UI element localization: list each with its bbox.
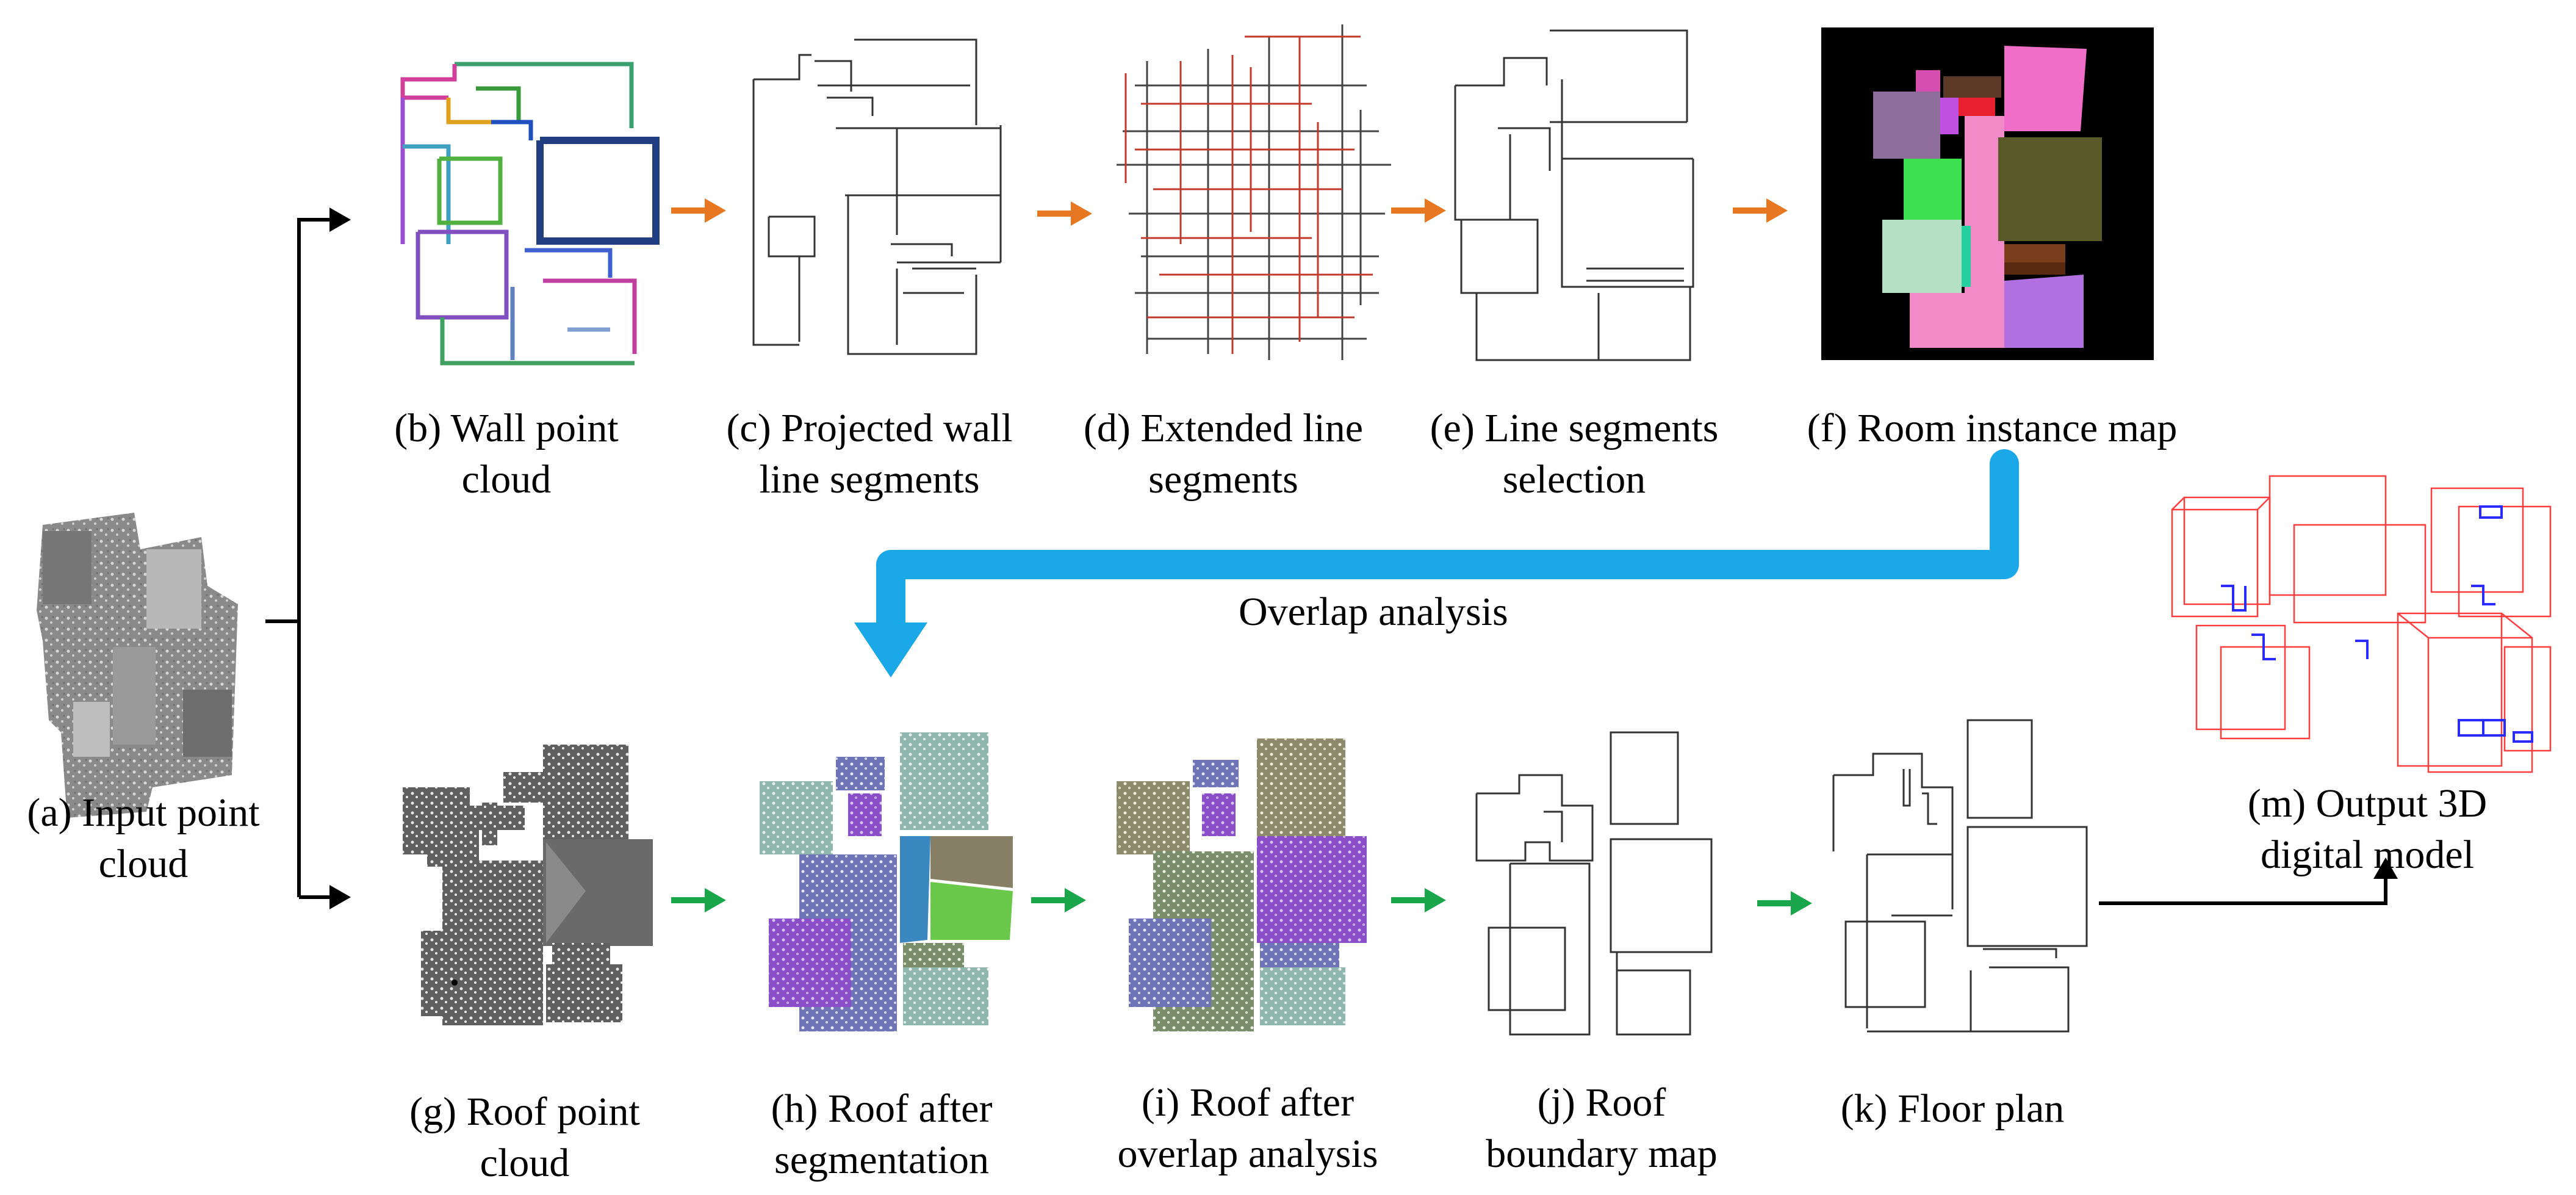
caption-b-line2: cloud [461,457,552,502]
caption-c: (c) Projected wall line segments [708,403,1031,505]
caption-m-line2: digital model [2260,832,2475,877]
caption-m: (m) Output 3D digital model [2196,778,2538,881]
caption-h-line2: segmentation [774,1138,989,1182]
caption-c-line2: line segments [759,457,980,502]
extended-line-segments-image [1117,24,1391,360]
caption-i: (i) Roof after overlap analysis [1098,1077,1397,1180]
line-segments-selection-image [1454,29,1694,361]
caption-d: (d) Extended line segments [1068,403,1379,505]
caption-d-line1: (d) Extended line [1083,406,1364,450]
caption-e: (e) Line segments selection [1416,403,1733,505]
roof-point-cloud-image [403,745,653,1025]
caption-i-line1: (i) Roof after [1141,1080,1355,1125]
caption-f: (f) Room instance map [1782,403,2203,454]
caption-m-line1: (m) Output 3D [2247,781,2488,826]
caption-g-line1: (g) Roof point [409,1089,640,1134]
green-arrows [671,888,1812,915]
roof-boundary-map-image [1475,731,1713,1036]
caption-g-line2: cloud [480,1141,570,1185]
branch-arrow-head-bottom [329,885,351,909]
floor-plan-image [1832,719,2088,1033]
caption-k: (k) Floor plan [1806,1083,2099,1135]
caption-j-line2: boundary map [1486,1132,1718,1176]
caption-b: (b) Wall point cloud [372,403,641,505]
branch-arrow [265,218,333,899]
overlap-analysis-arrow [854,449,2019,677]
caption-a-line1: (a) Input point [27,790,260,835]
caption-e-line1: (e) Line segments [1430,406,1719,450]
caption-k-line1: (k) Floor plan [1840,1086,2065,1131]
orange-arrows [671,198,1788,226]
caption-h: (h) Roof after segmentation [738,1083,1025,1186]
input-point-cloud-image [37,513,238,818]
caption-i-line2: overlap analysis [1117,1132,1378,1176]
caption-d-line2: segments [1148,457,1298,502]
overlap-analysis-label: Overlap analysis [1239,590,1508,634]
roof-segmentation-image [760,732,1013,1031]
wall-point-cloud-image [400,62,660,366]
roof-overlap-image [1117,738,1367,1031]
caption-g: (g) Roof point cloud [390,1086,659,1189]
output-arrow [2099,857,2398,905]
caption-h-line1: (h) Roof after [771,1086,993,1131]
caption-j-line1: (j) Roof [1537,1080,1666,1125]
projected-wall-lines-image [752,38,1002,355]
caption-j: (j) Roof boundary map [1464,1077,1739,1180]
caption-a: (a) Input point cloud [12,787,275,890]
caption-b-line1: (b) Wall point [394,406,619,450]
caption-f-line1: (f) Room instance map [1807,406,2178,450]
caption-c-line1: (c) Projected wall [726,406,1013,450]
caption-e-line2: selection [1502,457,1646,502]
output-3d-model-image [2171,475,2552,773]
room-instance-map-image [1821,27,2154,360]
branch-arrow-head-top [329,208,351,232]
caption-a-line2: cloud [98,842,189,886]
